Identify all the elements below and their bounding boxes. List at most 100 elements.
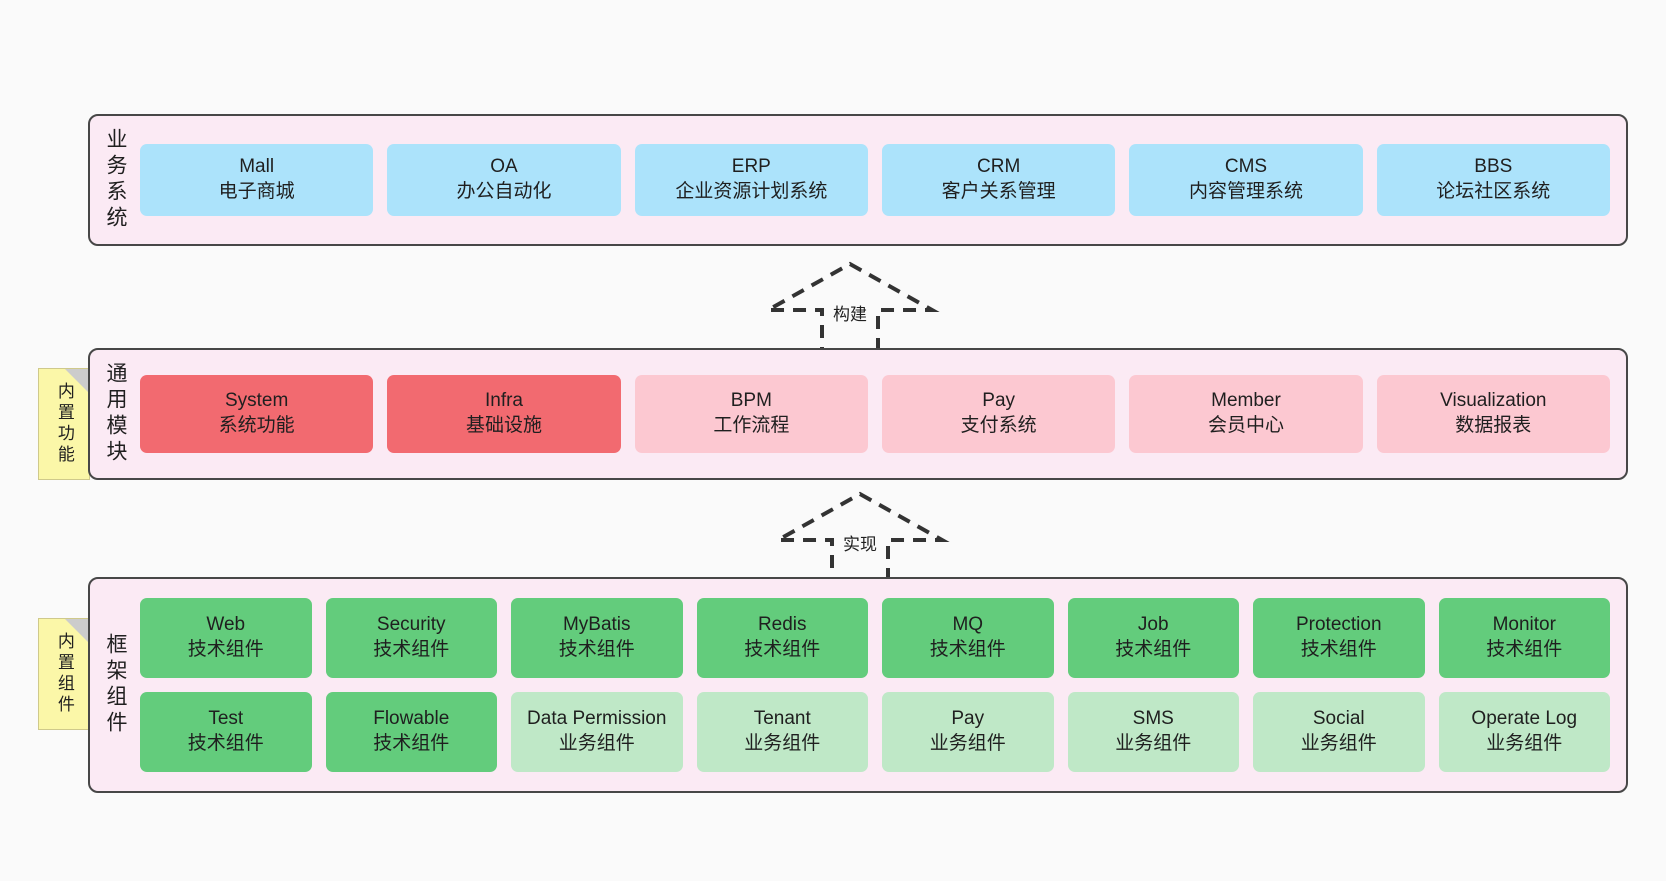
card-bpm[interactable]: BPM 工作流程 bbox=[634, 375, 868, 453]
card-title: Social bbox=[1312, 708, 1365, 730]
card-member[interactable]: Member 会员中心 bbox=[1129, 375, 1363, 453]
layer-business-row-0: Mall 电子商城 OA 办公自动化 ERP 企业资源计划系统 CRM 客户关系… bbox=[140, 144, 1610, 216]
card-subtitle: 技术组件 bbox=[1486, 639, 1563, 660]
layer-framework-component-title: 框架组件 bbox=[90, 579, 140, 791]
card-erp[interactable]: ERP 企业资源计划系统 bbox=[634, 144, 868, 216]
card-subtitle: 客户关系管理 bbox=[941, 181, 1056, 202]
layer-framework-component: 框架组件 Web 技术组件 Security 技术组件 MyBatis 技术组件… bbox=[88, 577, 1628, 793]
layer-business-system-title: 业务系统 bbox=[90, 116, 140, 244]
card-title: OA bbox=[490, 156, 518, 178]
card-title: Pay bbox=[982, 390, 1016, 412]
card-flowable[interactable]: Flowable 技术组件 bbox=[325, 692, 497, 772]
card-title: Web bbox=[206, 614, 246, 636]
card-title: BBS bbox=[1474, 156, 1513, 178]
note-label: 内置组件 bbox=[54, 632, 74, 716]
card-subtitle: 技术组件 bbox=[373, 639, 450, 660]
card-title: Monitor bbox=[1492, 614, 1556, 636]
layer-business-system-body: Mall 电子商城 OA 办公自动化 ERP 企业资源计划系统 CRM 客户关系… bbox=[140, 116, 1626, 244]
card-title: Test bbox=[208, 708, 244, 730]
card-subtitle: 业务组件 bbox=[1300, 733, 1377, 754]
card-title: Protection bbox=[1295, 614, 1382, 636]
card-infra[interactable]: Infra 基础设施 bbox=[387, 375, 621, 453]
card-title: Infra bbox=[484, 390, 523, 412]
card-subtitle: 数据报表 bbox=[1455, 415, 1532, 436]
card-subtitle: 电子商城 bbox=[218, 181, 295, 202]
card-title: Visualization bbox=[1440, 390, 1547, 412]
layer-business-system: 业务系统 Mall 电子商城 OA 办公自动化 ERP 企业资源计划系统 CRM bbox=[88, 114, 1628, 246]
note-fold-corner-icon bbox=[65, 369, 89, 393]
card-title: Security bbox=[376, 614, 446, 636]
card-subtitle: 业务组件 bbox=[1486, 733, 1563, 754]
card-subtitle: 业务组件 bbox=[744, 733, 821, 754]
card-pay-component[interactable]: Pay 业务组件 bbox=[882, 692, 1054, 772]
card-title: CRM bbox=[977, 156, 1021, 178]
card-redis[interactable]: Redis 技术组件 bbox=[696, 598, 868, 678]
card-subtitle: 论坛社区系统 bbox=[1436, 181, 1551, 202]
card-protection[interactable]: Protection 技术组件 bbox=[1253, 598, 1425, 678]
card-mall[interactable]: Mall 电子商城 bbox=[140, 144, 374, 216]
card-subtitle: 工作流程 bbox=[713, 415, 790, 436]
card-title: Data Permission bbox=[527, 708, 667, 730]
layer-framework-row-1: Test 技术组件 Flowable 技术组件 Data Permission … bbox=[140, 692, 1610, 772]
note-fold-corner-icon bbox=[65, 619, 89, 643]
layer-common-module: 通用模块 System 系统功能 Infra 基础设施 BPM 工作流程 Pay bbox=[88, 348, 1628, 480]
card-title: ERP bbox=[731, 156, 771, 178]
card-job[interactable]: Job 技术组件 bbox=[1067, 598, 1239, 678]
card-title: Tenant bbox=[753, 708, 811, 730]
card-subtitle: 业务组件 bbox=[929, 733, 1006, 754]
card-pay-module[interactable]: Pay 支付系统 bbox=[881, 375, 1116, 453]
connector-build-label: 构建 bbox=[833, 305, 867, 324]
card-subtitle: 技术组件 bbox=[187, 639, 264, 660]
layer-common-row-0: System 系统功能 Infra 基础设施 BPM 工作流程 Pay 支付系统… bbox=[140, 375, 1610, 453]
card-subtitle: 业务组件 bbox=[558, 733, 635, 754]
card-title: SMS bbox=[1132, 708, 1174, 730]
card-title: Job bbox=[1137, 614, 1169, 636]
card-subtitle: 技术组件 bbox=[1300, 639, 1377, 660]
card-operate-log[interactable]: Operate Log 业务组件 bbox=[1438, 692, 1610, 772]
note-builtin-components: 内置组件 bbox=[38, 618, 90, 730]
connector-build: 构建 bbox=[760, 258, 940, 358]
layer-framework-row-0: Web 技术组件 Security 技术组件 MyBatis 技术组件 Redi… bbox=[140, 598, 1610, 678]
card-tenant[interactable]: Tenant 业务组件 bbox=[696, 692, 868, 772]
card-subtitle: 办公自动化 bbox=[456, 181, 552, 202]
card-subtitle: 技术组件 bbox=[187, 733, 264, 754]
card-title: Mall bbox=[239, 156, 275, 178]
card-subtitle: 内容管理系统 bbox=[1188, 181, 1303, 202]
layer-title-label: 通用模块 bbox=[104, 362, 128, 466]
card-oa[interactable]: OA 办公自动化 bbox=[387, 144, 621, 216]
card-web[interactable]: Web 技术组件 bbox=[140, 598, 312, 678]
card-security[interactable]: Security 技术组件 bbox=[325, 598, 497, 678]
card-cms[interactable]: CMS 内容管理系统 bbox=[1129, 144, 1363, 216]
card-title: System bbox=[224, 390, 289, 412]
card-title: MyBatis bbox=[562, 614, 631, 636]
card-mq[interactable]: MQ 技术组件 bbox=[882, 598, 1054, 678]
card-test[interactable]: Test 技术组件 bbox=[140, 692, 312, 772]
card-bbs[interactable]: BBS 论坛社区系统 bbox=[1376, 144, 1610, 216]
card-subtitle: 技术组件 bbox=[373, 733, 450, 754]
card-data-permission[interactable]: Data Permission 业务组件 bbox=[511, 692, 683, 772]
card-title: MQ bbox=[952, 614, 984, 636]
card-visualization[interactable]: Visualization 数据报表 bbox=[1376, 375, 1610, 453]
card-system[interactable]: System 系统功能 bbox=[140, 375, 374, 453]
layer-common-module-body: System 系统功能 Infra 基础设施 BPM 工作流程 Pay 支付系统… bbox=[140, 350, 1626, 478]
card-subtitle: 基础设施 bbox=[465, 415, 542, 436]
card-subtitle: 技术组件 bbox=[744, 639, 821, 660]
layer-common-module-title: 通用模块 bbox=[90, 350, 140, 478]
card-subtitle: 会员中心 bbox=[1207, 415, 1284, 436]
card-title: Redis bbox=[757, 614, 807, 636]
card-subtitle: 业务组件 bbox=[1115, 733, 1192, 754]
card-subtitle: 支付系统 bbox=[960, 415, 1037, 436]
note-label: 内置功能 bbox=[54, 382, 74, 466]
connector-realize: 实现 bbox=[770, 488, 950, 588]
card-subtitle: 技术组件 bbox=[1115, 639, 1192, 660]
card-subtitle: 企业资源计划系统 bbox=[675, 181, 828, 202]
card-social[interactable]: Social 业务组件 bbox=[1253, 692, 1425, 772]
card-mybatis[interactable]: MyBatis 技术组件 bbox=[511, 598, 683, 678]
card-monitor[interactable]: Monitor 技术组件 bbox=[1438, 598, 1610, 678]
card-crm[interactable]: CRM 客户关系管理 bbox=[881, 144, 1116, 216]
card-subtitle: 系统功能 bbox=[218, 415, 295, 436]
connector-realize-label: 实现 bbox=[843, 535, 877, 554]
layer-title-label: 框架组件 bbox=[104, 633, 128, 737]
card-sms[interactable]: SMS 业务组件 bbox=[1067, 692, 1239, 772]
